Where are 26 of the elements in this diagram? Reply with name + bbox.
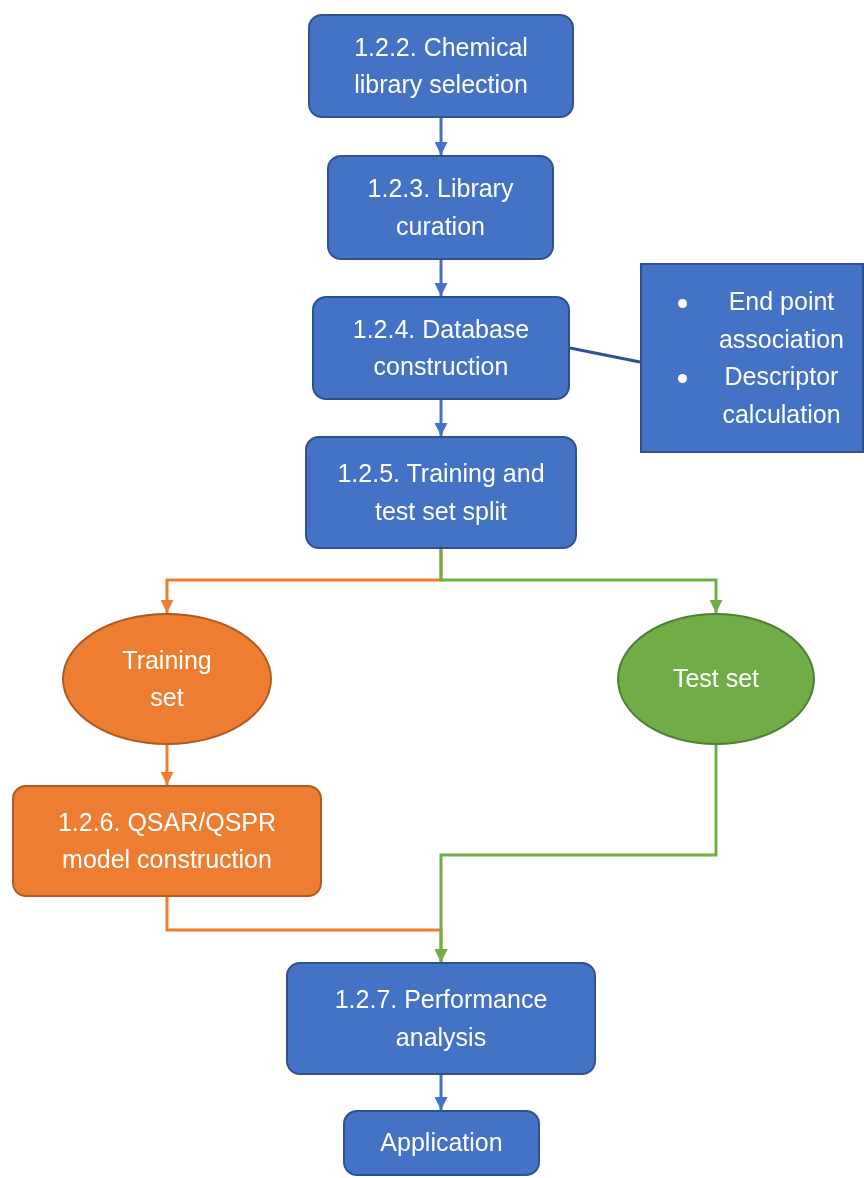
node-label: 1.2.6. QSAR/QSPR model construction [56,806,278,875]
arrow [434,1075,448,1110]
arrow [439,549,723,613]
node-label: Test set [672,663,760,695]
process-box [286,962,596,1075]
node-label: 1.2.7. Performance analysis [333,984,549,1053]
process-box [305,436,577,549]
process-box [12,785,322,897]
arrow [160,745,174,785]
arrow [434,745,718,962]
note-box [640,263,864,453]
arrow [434,260,448,296]
process-box [312,296,570,400]
node-label: 1.2.5. Training and test set split [336,458,546,527]
node-label: 1.2.4. Database construction [351,313,531,382]
bullet-item: End point association [717,286,846,355]
node-label: 1.2.2. Chemical library selection [353,31,529,100]
arrow [434,400,448,436]
arrow [434,118,448,155]
node-label: Training set [121,644,213,713]
process-box [343,1110,540,1176]
bullet-item: Descriptor calculation [721,361,842,430]
process-box [327,155,554,260]
node-label: 1.2.3. Library curation [366,173,515,242]
process-box [308,14,574,118]
node-label: Application [380,1127,503,1159]
